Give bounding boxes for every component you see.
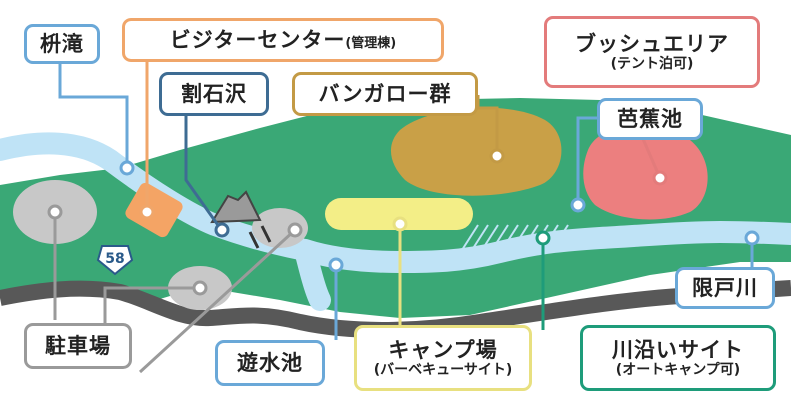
label-bashoike-text: 芭蕉池 bbox=[617, 106, 683, 131]
bungalow-area bbox=[390, 107, 562, 196]
label-warishizawa-text: 割石沢 bbox=[181, 81, 247, 106]
bush-area-note: (テント泊可) bbox=[610, 56, 694, 73]
label-bashoike: 芭蕉池 bbox=[597, 98, 703, 140]
bush-area bbox=[583, 125, 708, 220]
campground-note: (バーベキューサイト) bbox=[373, 362, 513, 379]
visitor-center-name: ビジターセンター bbox=[169, 27, 346, 52]
label-visitor-center: ビジターセンター (管理棟) bbox=[122, 18, 444, 62]
riverside-site-hatch bbox=[461, 224, 569, 251]
label-warishizawa: 割石沢 bbox=[159, 72, 269, 116]
camp-area bbox=[325, 198, 473, 230]
parking-lot-center bbox=[252, 208, 308, 248]
label-gendogawa: 限戸川 bbox=[675, 267, 775, 309]
label-parking: 駐車場 bbox=[24, 323, 132, 369]
label-gendogawa-text: 限戸川 bbox=[692, 275, 758, 300]
label-parking-text: 駐車場 bbox=[45, 333, 111, 358]
route-58-badge: 58 bbox=[105, 251, 125, 267]
label-masutaki: 枡滝 bbox=[24, 24, 100, 64]
label-campground: キャンプ場 (バーベキューサイト) bbox=[354, 325, 532, 391]
river-branch bbox=[294, 239, 331, 311]
rock-outcrop bbox=[210, 190, 262, 224]
label-bush-area: ブッシュエリア (テント泊可) bbox=[544, 16, 760, 88]
riverside-site-name: 川沿いサイト bbox=[612, 337, 744, 362]
bush-area-name: ブッシュエリア bbox=[575, 31, 729, 56]
riverside-site-note: (オートキャンプ可) bbox=[615, 362, 741, 379]
label-yusuiike-text: 遊水池 bbox=[237, 350, 303, 375]
label-bungalow-text: バンガロー群 bbox=[318, 81, 452, 106]
label-riverside-site: 川沿いサイト (オートキャンプ可) bbox=[580, 325, 776, 391]
label-masutaki-text: 枡滝 bbox=[40, 31, 84, 56]
label-yusuiike: 遊水池 bbox=[215, 340, 325, 386]
route-shield bbox=[96, 245, 134, 276]
visitor-center-note: (管理棟) bbox=[345, 35, 397, 51]
label-bungalow: バンガロー群 bbox=[292, 72, 478, 116]
campground-name: キャンプ場 bbox=[388, 337, 498, 362]
